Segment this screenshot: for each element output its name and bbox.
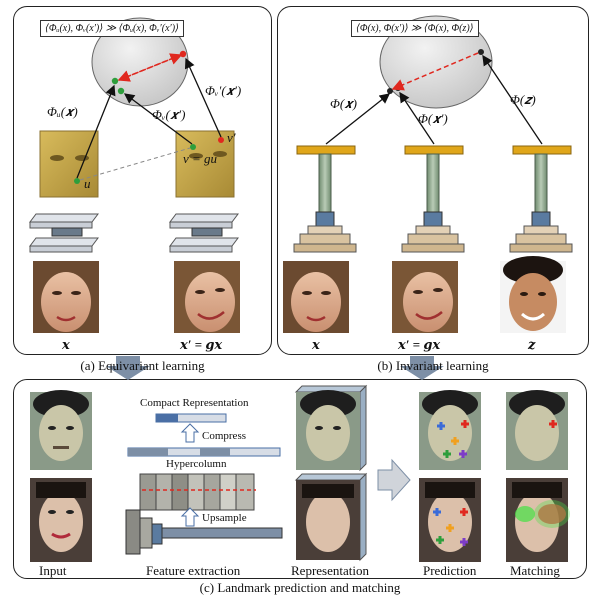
cnn-layers <box>125 509 283 555</box>
face-photo-b-1 <box>283 261 349 333</box>
label-phi-vp-xp: Φᵥ′(𝒙′) <box>205 83 242 98</box>
landmarks-bottom <box>433 508 468 546</box>
label-phi-v-xp: Φᵥ(𝒙′) <box>152 107 186 122</box>
equation-b: ⟨Φ(x), Φ(x′)⟩ ≫ ⟨Φ(x), Φ(z)⟩ <box>351 20 479 37</box>
label-phi-u-x: Φᵤ(𝒙) <box>47 104 78 119</box>
network-tower-3 <box>509 145 573 253</box>
upsample-arrow <box>180 507 200 527</box>
caption-c: (c) Landmark prediction and matching <box>199 580 401 595</box>
matching-face-bottom <box>506 478 570 562</box>
feature-map-face-right <box>175 130 235 198</box>
label-upsample: Upsample <box>202 512 247 524</box>
label-img-xp-a: 𝒙′ = 𝒈𝒙 <box>180 337 223 352</box>
caption-a: (a) Equivariant learning <box>80 358 205 373</box>
label-point-u: u <box>84 176 91 191</box>
compress-arrow <box>180 423 200 443</box>
point-vprime <box>218 137 224 143</box>
sphere-b-point-1 <box>387 88 393 94</box>
input-face-bottom <box>30 478 92 562</box>
landmarks-top <box>437 420 469 458</box>
label-hypercolumn: Hypercolumn <box>166 458 227 470</box>
dashed-red-arrow-b <box>391 52 479 91</box>
face-photo-a-left <box>33 261 99 333</box>
sphere-b-point-3 <box>478 49 484 55</box>
label-img-z: 𝒛 <box>528 337 536 352</box>
label-feature-extraction: Feature extraction <box>146 563 241 578</box>
label-input: Input <box>39 563 67 578</box>
right-arrow <box>377 458 411 502</box>
equation-a: ⟨Φᵤ(x), Φᵥ(x′)⟩ ≫ ⟨Φᵤ(x), Φᵥ′(x′)⟩ <box>40 20 184 37</box>
label-phi-x: Φ(𝒙) <box>330 96 357 111</box>
face-photo-b-3 <box>500 256 566 333</box>
label-matching: Matching <box>510 563 560 578</box>
network-stack-a-right <box>169 213 239 253</box>
label-img-xp-b: 𝒙′ = 𝒈𝒙 <box>398 337 441 352</box>
feature-map-stack <box>139 473 255 511</box>
down-arrow-b <box>400 356 444 380</box>
label-compact-rep: Compact Representation <box>140 397 249 409</box>
label-img-x-b: 𝒙 <box>312 337 320 352</box>
sphere-point-green-1 <box>111 77 119 85</box>
prediction-face-top <box>419 390 481 470</box>
label-phi-z: Φ(𝒛) <box>510 92 536 107</box>
label-point-vprime: v′ <box>227 130 236 145</box>
label-img-x-a: 𝒙 <box>62 337 70 352</box>
caption-b: (b) Invariant learning <box>377 358 489 373</box>
face-photo-b-2 <box>392 261 458 333</box>
down-arrow-a <box>106 356 150 380</box>
label-point-v: v = gu <box>183 151 218 166</box>
network-tower-1 <box>293 145 357 253</box>
sphere-point-red <box>179 50 187 58</box>
feature-map-face-left <box>39 130 99 198</box>
matching-face-top <box>506 390 568 470</box>
sphere-point-green-2 <box>117 87 125 95</box>
label-phi-xp: Φ(𝒙′) <box>418 111 448 126</box>
input-face-top <box>30 390 92 470</box>
network-tower-2 <box>401 145 465 253</box>
label-compress: Compress <box>202 430 246 442</box>
representation-bottom <box>294 472 368 562</box>
point-v <box>190 144 196 150</box>
representation-top <box>294 384 368 472</box>
label-representation: Representation <box>291 563 369 578</box>
prediction-face-bottom <box>419 478 481 562</box>
label-prediction: Prediction <box>423 563 477 578</box>
face-photo-a-right <box>174 261 240 333</box>
dashed-correspondence <box>79 147 191 181</box>
point-u <box>74 178 80 184</box>
network-stack-a-left <box>29 213 99 253</box>
